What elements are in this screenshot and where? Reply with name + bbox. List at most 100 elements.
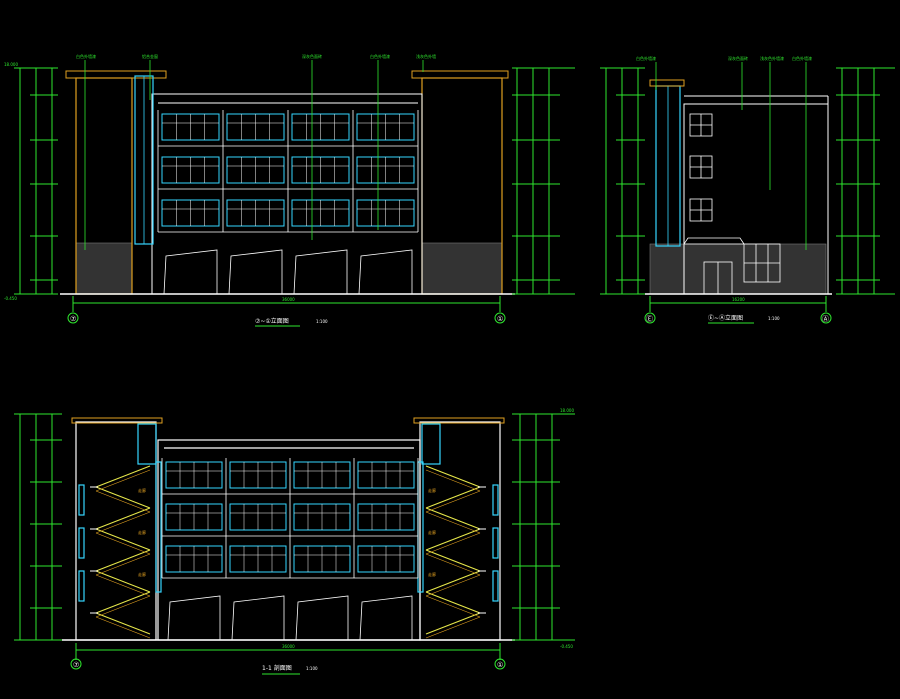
- section-1-1: 走廊 走廊 走廊 走廊 走廊 走廊 18.000 -0.450: [14, 408, 575, 675]
- side-right-dimension: [836, 67, 895, 295]
- section-window-grid: [161, 458, 419, 579]
- section-drawing-title: 1-1 剖面图: [262, 664, 292, 672]
- right-stair-flight: [425, 528, 481, 551]
- section-axis-line: [75, 643, 501, 660]
- section-room-tag-6: 走廊: [428, 571, 436, 577]
- front-callout-3: 深灰色面砖: [302, 53, 322, 59]
- side-axis-bubble-right: [820, 312, 832, 324]
- front-axis-label-right: ①: [497, 315, 503, 323]
- side-cornice: [649, 79, 685, 87]
- left-stair-flight-soffit: [95, 469, 151, 492]
- right-stair-flight: [425, 549, 481, 572]
- left-stair-flight-soffit: [95, 616, 151, 639]
- side-drawing-scale: 1:100: [768, 316, 780, 321]
- arch-opening: [228, 249, 283, 295]
- side-axis-bubble-left: [644, 312, 656, 324]
- front-callout-4: 白色外墙漆: [370, 53, 390, 59]
- front-callout-1: 白色外墙漆: [76, 53, 96, 59]
- section-room-tag-3: 走廊: [138, 571, 146, 577]
- left-stair-flight: [95, 465, 151, 488]
- side-callout-3: 浅灰色外墙漆: [760, 55, 784, 61]
- front-axis-line: [72, 296, 501, 312]
- right-stair-flight-soffit: [425, 511, 481, 534]
- front-brick-base-left: [75, 242, 133, 295]
- side-callout-1: 白色外墙漆: [636, 55, 656, 61]
- front-axis-bubble-right: [494, 312, 506, 324]
- arch-opening: [163, 249, 218, 295]
- section-axis-label-right: ①: [497, 661, 503, 669]
- right-stair-flight-soffit: [425, 595, 481, 618]
- right-stair-flight-soffit: [425, 532, 481, 555]
- side-brick-base: [649, 243, 827, 295]
- left-stair-flight: [95, 507, 151, 530]
- arch-opening: [293, 249, 348, 295]
- section-room-tag-1: 走廊: [138, 487, 146, 493]
- arch-opening: [359, 595, 413, 641]
- front-window-grid: [157, 110, 419, 233]
- right-stair-flight-soffit: [425, 490, 481, 513]
- front-left-dimension: [14, 67, 58, 295]
- section-ground-arches: [167, 595, 413, 641]
- side-elevation: 白色外墙漆 深灰色面砖 浅灰色外墙漆 白色外墙漆 16200 Ⓔ Ⓐ Ⓔ~Ⓐ: [600, 55, 895, 324]
- side-axis-line: [649, 296, 827, 312]
- right-stair-flight: [425, 486, 481, 509]
- side-callout-2: 深灰色面砖: [728, 55, 748, 61]
- left-stair-flight: [95, 549, 151, 572]
- front-axis-label-left: ⑦: [70, 315, 76, 323]
- front-span-dim: 36000: [282, 297, 295, 302]
- side-windows: [689, 113, 781, 295]
- section-axis-bubble-left: [70, 658, 82, 670]
- side-left-dimension: [600, 67, 645, 295]
- left-stair-flight: [95, 528, 151, 551]
- side-drawing-title: Ⓔ~Ⓐ立面图: [708, 314, 743, 322]
- side-callout-4: 白色外墙漆: [792, 55, 812, 61]
- right-stair-flight: [425, 612, 481, 635]
- front-axis-bubble-left: [67, 312, 79, 324]
- section-room-tag-5: 走廊: [428, 529, 436, 535]
- front-level-base: -0.450: [4, 296, 17, 301]
- front-drawing-title: ⑦~①立面图: [255, 317, 289, 325]
- left-stair-flight-soffit: [95, 595, 151, 618]
- right-stair-flight-soffit: [425, 616, 481, 639]
- section-level-top: 18.000: [560, 408, 574, 413]
- side-entrance-canopy: [683, 237, 745, 245]
- section-top-cornice: [71, 417, 505, 424]
- section-level-base: -0.450: [560, 644, 573, 649]
- left-stair-flight: [95, 591, 151, 614]
- right-stair-flight-soffit: [425, 574, 481, 597]
- section-axis-label-left: ⑦: [73, 661, 79, 669]
- section-right-dimension: [512, 413, 575, 641]
- arch-opening: [295, 595, 349, 641]
- section-room-tag-4: 走廊: [428, 487, 436, 493]
- front-callout-5: 浅灰色外墙: [416, 53, 436, 59]
- front-brick-base-right: [421, 242, 503, 295]
- front-right-dimension: [512, 67, 575, 295]
- right-stair-flight: [425, 570, 481, 593]
- section-span-dim: 36000: [282, 644, 295, 649]
- section-axis-bubble-right: [494, 658, 506, 670]
- side-axis-label-right: Ⓐ: [822, 315, 829, 323]
- front-elevation: 18.000 -0.450: [4, 53, 575, 327]
- left-stair-flight: [95, 612, 151, 635]
- arch-opening: [231, 595, 285, 641]
- front-cornice-right: [411, 70, 509, 79]
- section-left-dimension: [14, 413, 62, 641]
- side-callout-leaders: [655, 62, 807, 250]
- left-stair-flight-soffit: [95, 490, 151, 513]
- left-stair-flight-soffit: [95, 532, 151, 555]
- right-stair-flight-soffit: [425, 469, 481, 492]
- front-level-top: 18.000: [4, 62, 18, 67]
- right-stair-flight-soffit: [425, 553, 481, 576]
- arch-opening: [358, 249, 413, 295]
- front-callout-2: 铝合金窗: [142, 53, 158, 59]
- arch-opening: [167, 595, 221, 641]
- left-stair-flight: [95, 486, 151, 509]
- front-ground-arches: [163, 249, 413, 295]
- side-axis-label-left: Ⓔ: [646, 315, 653, 323]
- left-stair-flight: [95, 570, 151, 593]
- front-drawing-scale: 1:100: [316, 319, 328, 324]
- front-callout-leaders: [84, 60, 424, 250]
- section-drawing-scale: 1:100: [306, 666, 318, 671]
- right-stair-flight: [425, 591, 481, 614]
